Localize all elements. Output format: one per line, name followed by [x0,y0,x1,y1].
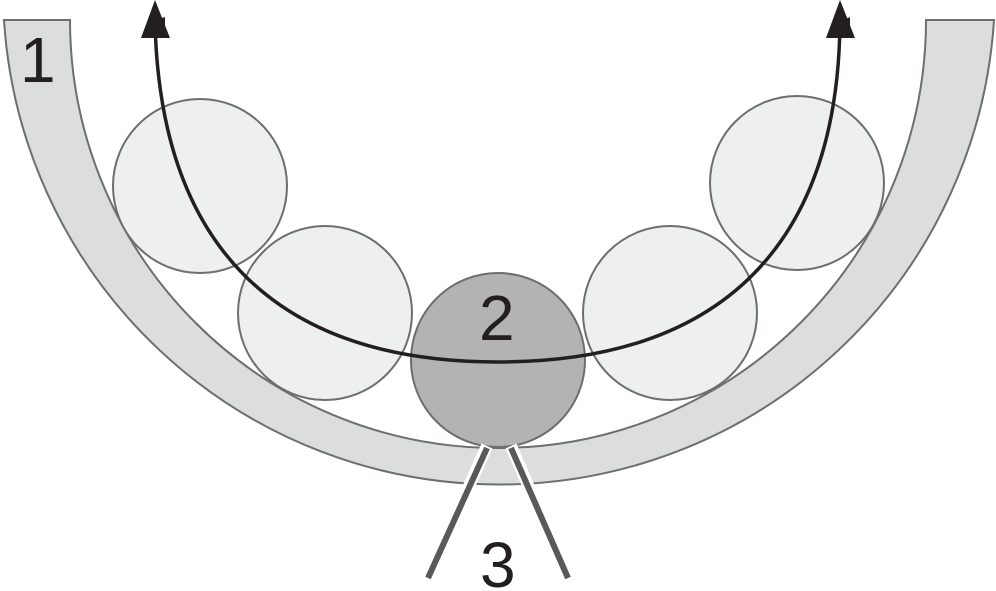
ball-right-upper [709,95,885,271]
slot-line-left [425,446,490,580]
center-ball [410,272,586,448]
motion-arrow [153,16,851,364]
label-trough: 1 [20,24,56,96]
ball-right-lower [582,225,758,401]
label-slot: 3 [480,529,516,591]
slot-line-right [508,446,571,580]
arrowhead-left-icon [141,0,170,38]
slot-lines [422,443,574,581]
label-center-ball: 2 [479,282,515,354]
arrowhead-right-icon [826,0,855,38]
ball-left-upper [112,98,288,274]
ball-left-lower [237,225,413,401]
